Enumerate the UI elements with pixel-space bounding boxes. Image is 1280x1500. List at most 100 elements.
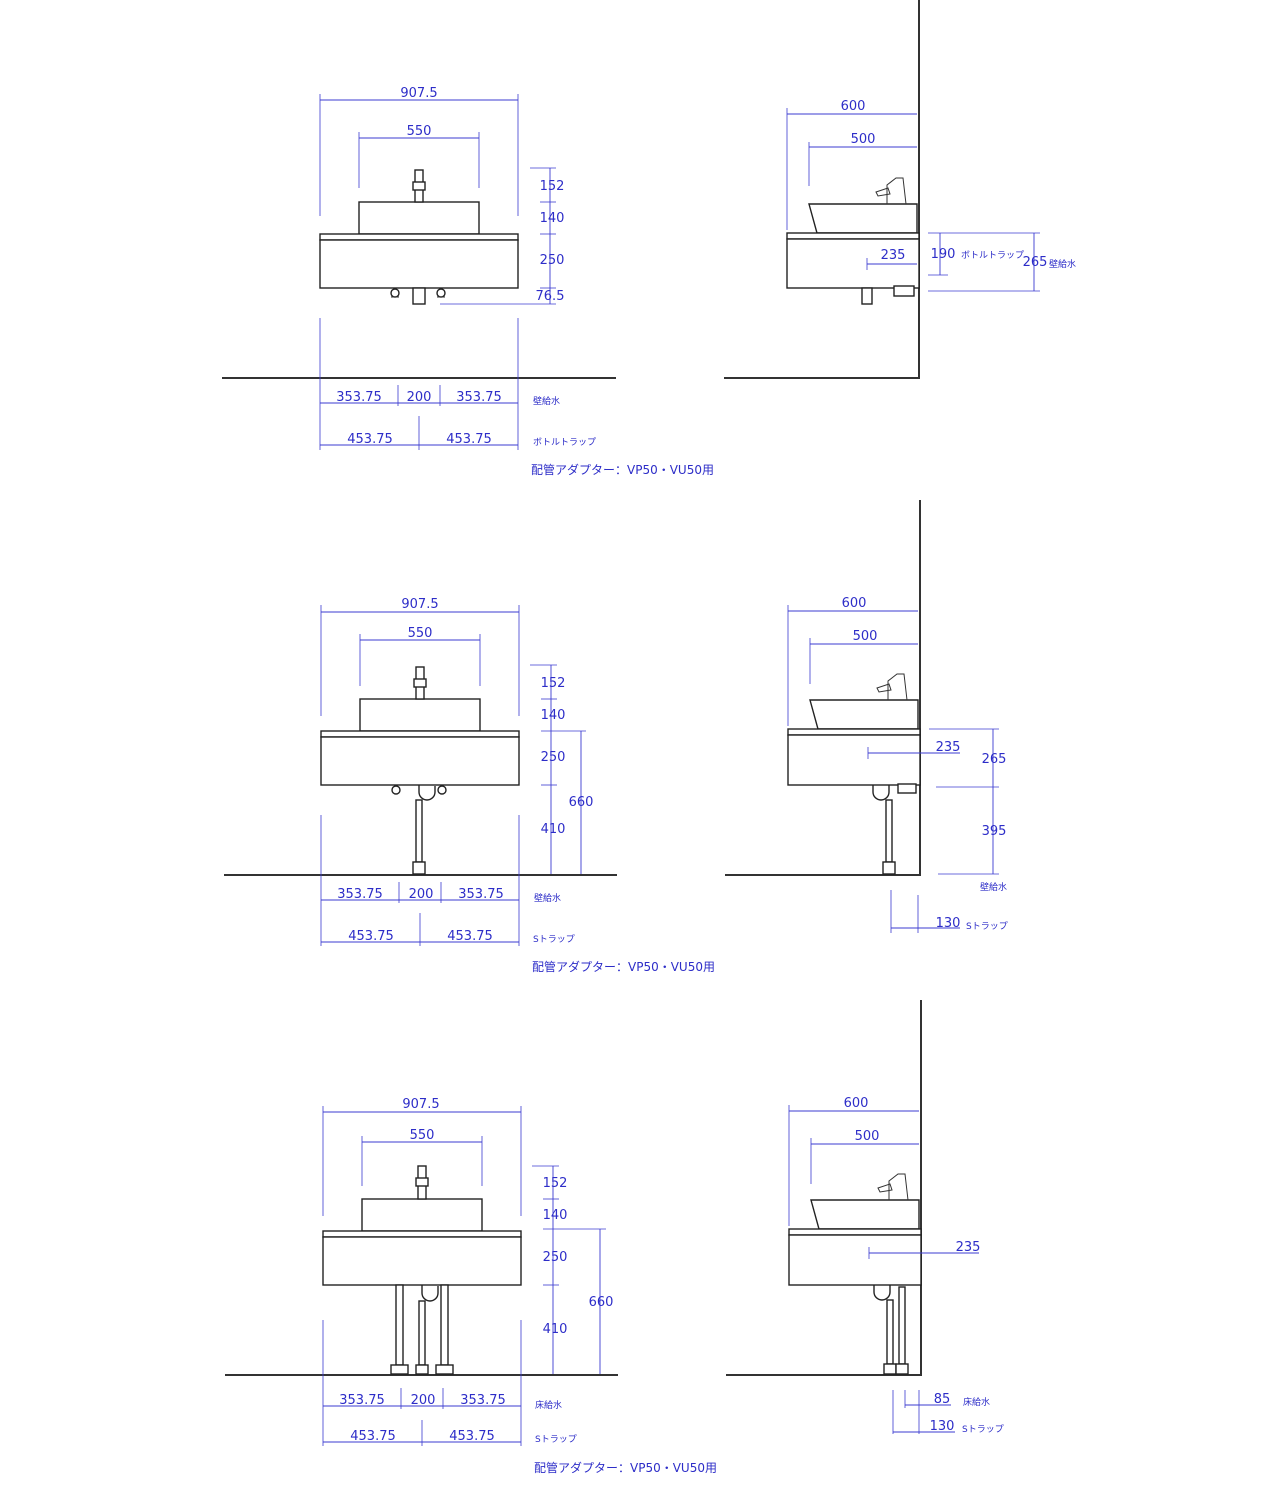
front-view-1: 907.5 550 152 140 250 76.5 353. <box>222 86 714 477</box>
s-trap-icon <box>391 785 447 875</box>
supply-offset-right: 353.75 <box>460 1393 506 1408</box>
height-dim-152: 152 <box>541 676 566 691</box>
counter-top <box>786 232 920 240</box>
cabinet-drawer <box>322 1236 522 1286</box>
bowl-depth-dim: 500 <box>855 1129 880 1144</box>
vessel-bowl <box>358 201 480 235</box>
supply-offset-center: 200 <box>407 390 432 405</box>
depth-dim: 600 <box>842 596 867 611</box>
bottle-trap-icon <box>861 285 915 305</box>
overall-width-dim: 907.5 <box>402 1097 439 1112</box>
trap-offset-left: 453.75 <box>348 929 394 944</box>
side-view-2: 600 500 235 265 395 壁給水 130 Sトラップ <box>725 500 1008 933</box>
height-dim-250: 250 <box>543 1250 568 1265</box>
vessel-bowl-side <box>808 203 918 234</box>
height-dim-410: 410 <box>541 822 566 837</box>
trap-wall-label: Sトラップ <box>962 1424 1004 1435</box>
vessel-bowl-side <box>809 699 919 730</box>
height-dim-140: 140 <box>541 708 566 723</box>
bowl-width-dim: 550 <box>410 1128 435 1143</box>
vessel-bowl <box>361 1198 483 1232</box>
bottle-trap-icon <box>390 287 446 305</box>
faucet-icon <box>413 666 427 700</box>
depth-dim: 600 <box>841 99 866 114</box>
trap-type-label: Sトラップ <box>535 1434 577 1445</box>
vessel-bowl-side <box>810 1199 920 1230</box>
supply-height-dim: 265 <box>1023 255 1048 270</box>
trap-height-dim: 190 <box>931 247 956 262</box>
cabinet-side <box>786 238 920 289</box>
height-dim-410: 410 <box>543 1322 568 1337</box>
overall-width-dim: 907.5 <box>401 597 438 612</box>
height-total-dim: 660 <box>569 795 594 810</box>
faucet-icon <box>412 169 426 203</box>
trap-offset-right: 453.75 <box>449 1429 495 1444</box>
trap-offset-right: 453.75 <box>446 432 492 447</box>
supply-type-label: 床給水 <box>535 1399 562 1411</box>
supply-offset-right: 353.75 <box>456 390 502 405</box>
trap-offset-left: 453.75 <box>347 432 393 447</box>
trap-offset-left: 453.75 <box>350 1429 396 1444</box>
front-view-2: 907.5 550 152 140 250 410 660 353.75 <box>224 597 715 974</box>
height-dim-trap: 76.5 <box>536 289 565 304</box>
bowl-depth-dim: 500 <box>853 629 878 644</box>
counter-top <box>320 730 520 738</box>
height-dim-152: 152 <box>543 1176 568 1191</box>
cabinet-side <box>788 1234 922 1286</box>
supply-offset-left: 353.75 <box>337 887 383 902</box>
supply-type-label: 壁給水 <box>533 395 560 407</box>
depth-dim: 600 <box>844 1096 869 1111</box>
supply-wall-label: 床給水 <box>963 1396 990 1408</box>
counter-top <box>322 1230 522 1238</box>
height-dim-250: 250 <box>540 253 565 268</box>
supply-wall-offset-dim: 85 <box>934 1392 951 1407</box>
vessel-bowl <box>359 698 481 732</box>
trap-wall-offset-dim: 130 <box>930 1419 955 1434</box>
side-view-1: 600 500 235 190 ボトルトラップ 265 壁給水 <box>724 0 1076 379</box>
supply-offset-center: 200 <box>409 887 434 902</box>
trap-from-wall-dim: 235 <box>956 1240 981 1255</box>
trap-offset-right: 453.75 <box>447 929 493 944</box>
height-total-dim: 660 <box>589 1295 614 1310</box>
height-dim-140: 140 <box>543 1208 568 1223</box>
supply-label: 壁給水 <box>980 881 1007 893</box>
adapter-note: 配管アダプター：VP50・VU50用 <box>534 1460 717 1475</box>
bowl-width-dim: 550 <box>408 626 433 641</box>
cabinet-drawer <box>320 736 520 786</box>
floor-supply-s-trap-icon <box>873 1285 909 1375</box>
faucet-icon <box>875 177 907 205</box>
supply-lower-dim: 395 <box>982 824 1007 839</box>
s-trap-icon <box>872 783 917 875</box>
bowl-depth-dim: 500 <box>851 132 876 147</box>
faucet-icon <box>877 1173 909 1201</box>
front-view-3: 907.5 550 152 140 250 410 660 353.75 200 <box>225 1097 717 1475</box>
bowl-width-dim: 550 <box>407 124 432 139</box>
panel-2: 907.5 550 152 140 250 410 660 353.75 <box>224 500 1008 974</box>
faucet-icon <box>415 1165 429 1200</box>
counter-top <box>319 233 519 241</box>
side-view-3: 600 500 235 85 床給水 130 Sトラップ <box>726 1000 1004 1435</box>
counter-top <box>787 728 921 736</box>
height-dim-152: 152 <box>540 179 565 194</box>
trap-height-label: ボトルトラップ <box>961 250 1024 261</box>
panel-3: 907.5 550 152 140 250 410 660 353.75 200 <box>225 1000 1004 1475</box>
trap-from-wall-dim: 235 <box>881 248 906 263</box>
trap-from-wall-dim: 235 <box>936 740 961 755</box>
cabinet-drawer <box>319 239 519 289</box>
trap-wall-offset-dim: 130 <box>936 916 961 931</box>
cabinet-side <box>787 734 921 786</box>
supply-offset-left: 353.75 <box>336 390 382 405</box>
height-dim-250: 250 <box>541 750 566 765</box>
supply-height-label: 壁給水 <box>1049 258 1076 270</box>
adapter-note: 配管アダプター：VP50・VU50用 <box>532 959 715 974</box>
supply-offset-right: 353.75 <box>458 887 504 902</box>
panel-1: 907.5 550 152 140 250 76.5 353. <box>222 0 1076 477</box>
trap-wall-label: Sトラップ <box>966 921 1008 932</box>
supply-upper-dim: 265 <box>982 752 1007 767</box>
counter-top <box>788 1228 922 1236</box>
trap-type-label: ボトルトラップ <box>533 437 596 448</box>
trap-type-label: Sトラップ <box>533 934 575 945</box>
supply-offset-left: 353.75 <box>339 1393 385 1408</box>
height-dim-140: 140 <box>540 211 565 226</box>
